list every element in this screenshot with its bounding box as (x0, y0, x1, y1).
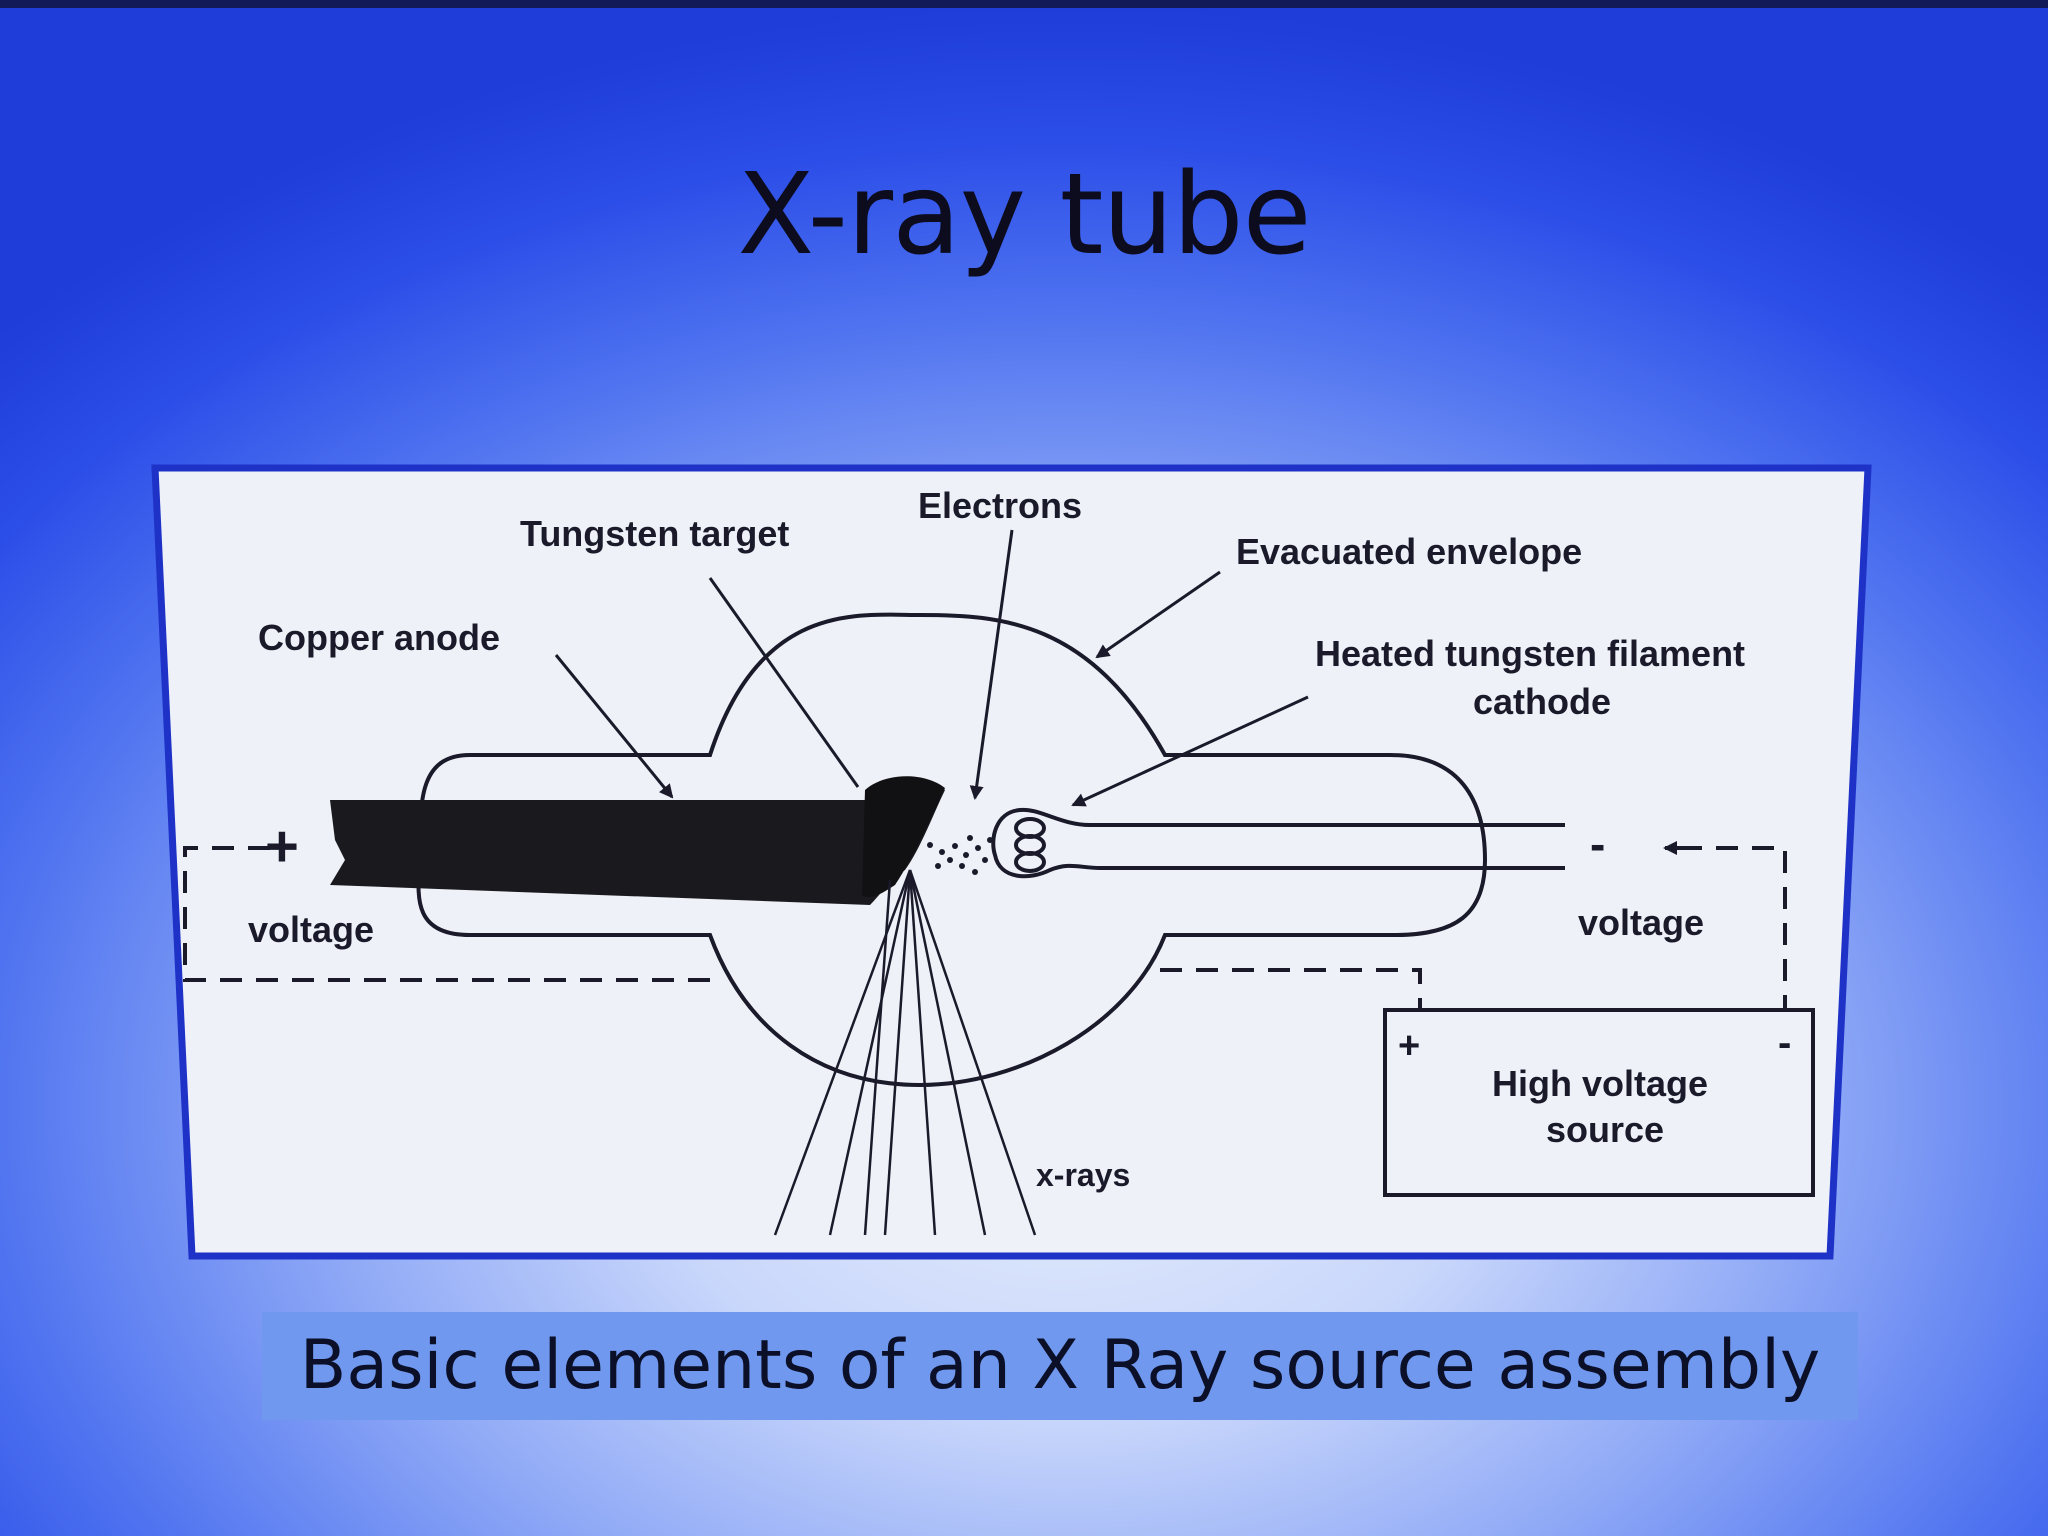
label-filament-line2: cathode (1473, 681, 1611, 722)
label-source-line1: High voltage (1492, 1063, 1708, 1104)
caption-band (262, 1312, 1858, 1420)
label-evacuated-envelope: Evacuated envelope (1236, 531, 1582, 572)
leader-lines (554, 529, 1309, 807)
top-band (0, 0, 2048, 8)
slide-caption: Basic elements of an X Ray source assemb… (299, 1326, 1821, 1405)
cathode-stem (991, 807, 1565, 879)
slide-title: X-ray tube (737, 150, 1311, 280)
label-plus-left: + (265, 814, 299, 879)
label-voltage-left: voltage (248, 909, 374, 950)
label-source-minus: - (1778, 1021, 1791, 1065)
label-source-plus: + (1398, 1025, 1420, 1067)
label-copper-anode: Copper anode (258, 617, 500, 658)
label-xrays: x-rays (1036, 1157, 1130, 1193)
copper-anode-rod (330, 779, 945, 905)
filament-coil (1014, 817, 1046, 873)
evacuated-envelope-outline (416, 612, 1488, 1088)
xray-beams (773, 869, 1037, 1236)
label-tungsten-target: Tungsten target (520, 513, 789, 554)
label-electrons: Electrons (918, 485, 1082, 526)
circuit-wires (183, 846, 1787, 1010)
electron-stream (927, 835, 993, 875)
tungsten-target (862, 776, 945, 897)
high-voltage-source-box (1383, 1008, 1815, 1197)
label-source-line2: source (1546, 1109, 1664, 1150)
label-filament-line1: Heated tungsten filament (1315, 633, 1745, 674)
label-voltage-right: voltage (1578, 902, 1704, 943)
label-minus-right: - (1590, 818, 1605, 870)
